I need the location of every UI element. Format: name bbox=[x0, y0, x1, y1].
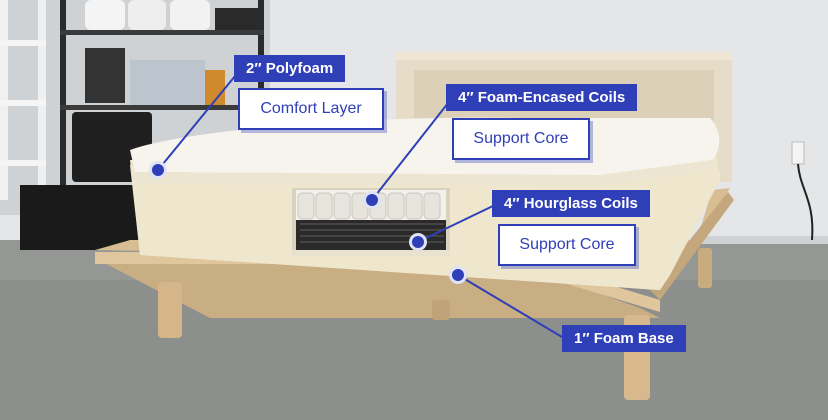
foam-encased-coils-sublabel: Support Core bbox=[452, 118, 590, 160]
polyfoam-label: 2″ Polyfoam bbox=[234, 55, 346, 82]
polyfoam-sublabel: Comfort Layer bbox=[238, 88, 384, 130]
foam-base-label: 1″ Foam Base bbox=[562, 325, 686, 352]
foam-encased-coils-label: 4″ Foam-Encased Coils bbox=[446, 84, 638, 111]
hourglass-coils-sublabel: Support Core bbox=[498, 224, 636, 266]
foam-base-marker-dot bbox=[449, 266, 467, 284]
foam-encased-coils-marker-dot bbox=[363, 191, 381, 209]
polyfoam-marker-dot bbox=[149, 161, 167, 179]
hourglass-coils-marker-dot bbox=[409, 233, 427, 251]
hourglass-coils-label: 4″ Hourglass Coils bbox=[492, 190, 650, 217]
